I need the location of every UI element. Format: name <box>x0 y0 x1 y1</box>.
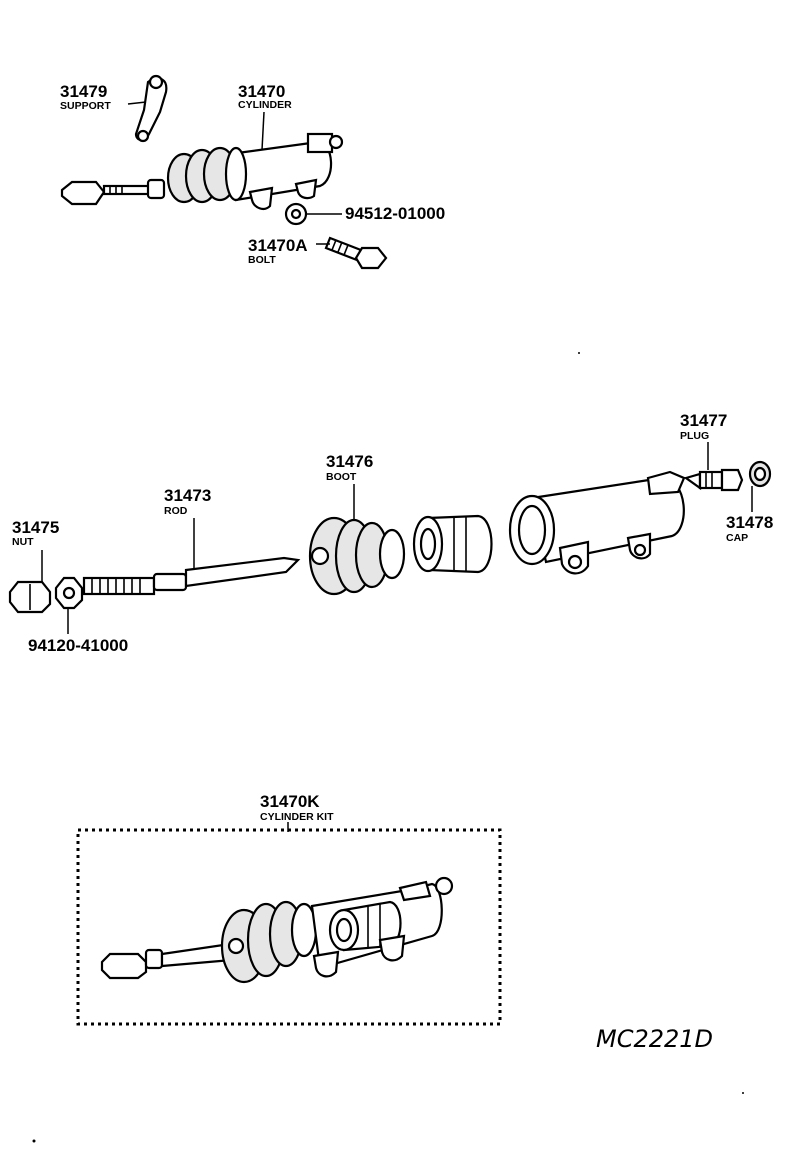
rod-number: 31473 <box>164 486 211 505</box>
top-washer <box>284 202 308 226</box>
top-assembly: 31479 SUPPORT 31470 CYLINDER 94512-01000… <box>60 74 445 270</box>
cylinder-number: 31470 <box>238 82 285 101</box>
bolt-label: BOLT <box>248 254 276 266</box>
kit-frame <box>76 828 502 1026</box>
boot-number: 31476 <box>326 452 373 471</box>
top-rod <box>60 178 166 206</box>
cylinder-kit: 31470K CYLINDER KIT <box>76 792 502 1026</box>
piston-part <box>412 514 493 574</box>
plug-part <box>683 468 744 492</box>
cylinder-label: CYLINDER <box>238 99 292 111</box>
top-cylinder <box>166 132 344 210</box>
cap-number: 31478 <box>726 513 773 532</box>
plug-label: PLUG <box>680 430 709 442</box>
exploded-view: 31475 NUT 94120-41000 31473 ROD 31476 BO… <box>8 411 773 655</box>
cap-part <box>748 460 772 488</box>
washer-number: 94512-01000 <box>345 204 445 223</box>
cylinder-part <box>508 470 686 575</box>
drawing-code: MC2221D <box>596 1025 713 1053</box>
nut-label: NUT <box>12 536 34 548</box>
support-label: SUPPORT <box>60 100 111 112</box>
support-bracket <box>134 74 168 143</box>
plug-number: 31477 <box>680 411 727 430</box>
rod-label: ROD <box>164 505 188 517</box>
nut-part <box>8 580 52 614</box>
boot-part <box>308 516 406 596</box>
locknut-part <box>54 576 84 610</box>
boot-label: BOOT <box>326 471 357 483</box>
cap-label: CAP <box>726 532 748 544</box>
top-bolt <box>324 236 388 270</box>
kit-assembly <box>100 876 454 984</box>
kit-label: CYLINDER KIT <box>260 811 334 823</box>
support-number: 31479 <box>60 82 107 101</box>
bolt-number: 31470A <box>248 236 308 255</box>
nut-number: 31475 <box>12 518 59 537</box>
locknut-number: 94120-41000 <box>28 636 128 655</box>
kit-number: 31470K <box>260 792 320 811</box>
rod-part <box>82 556 301 596</box>
